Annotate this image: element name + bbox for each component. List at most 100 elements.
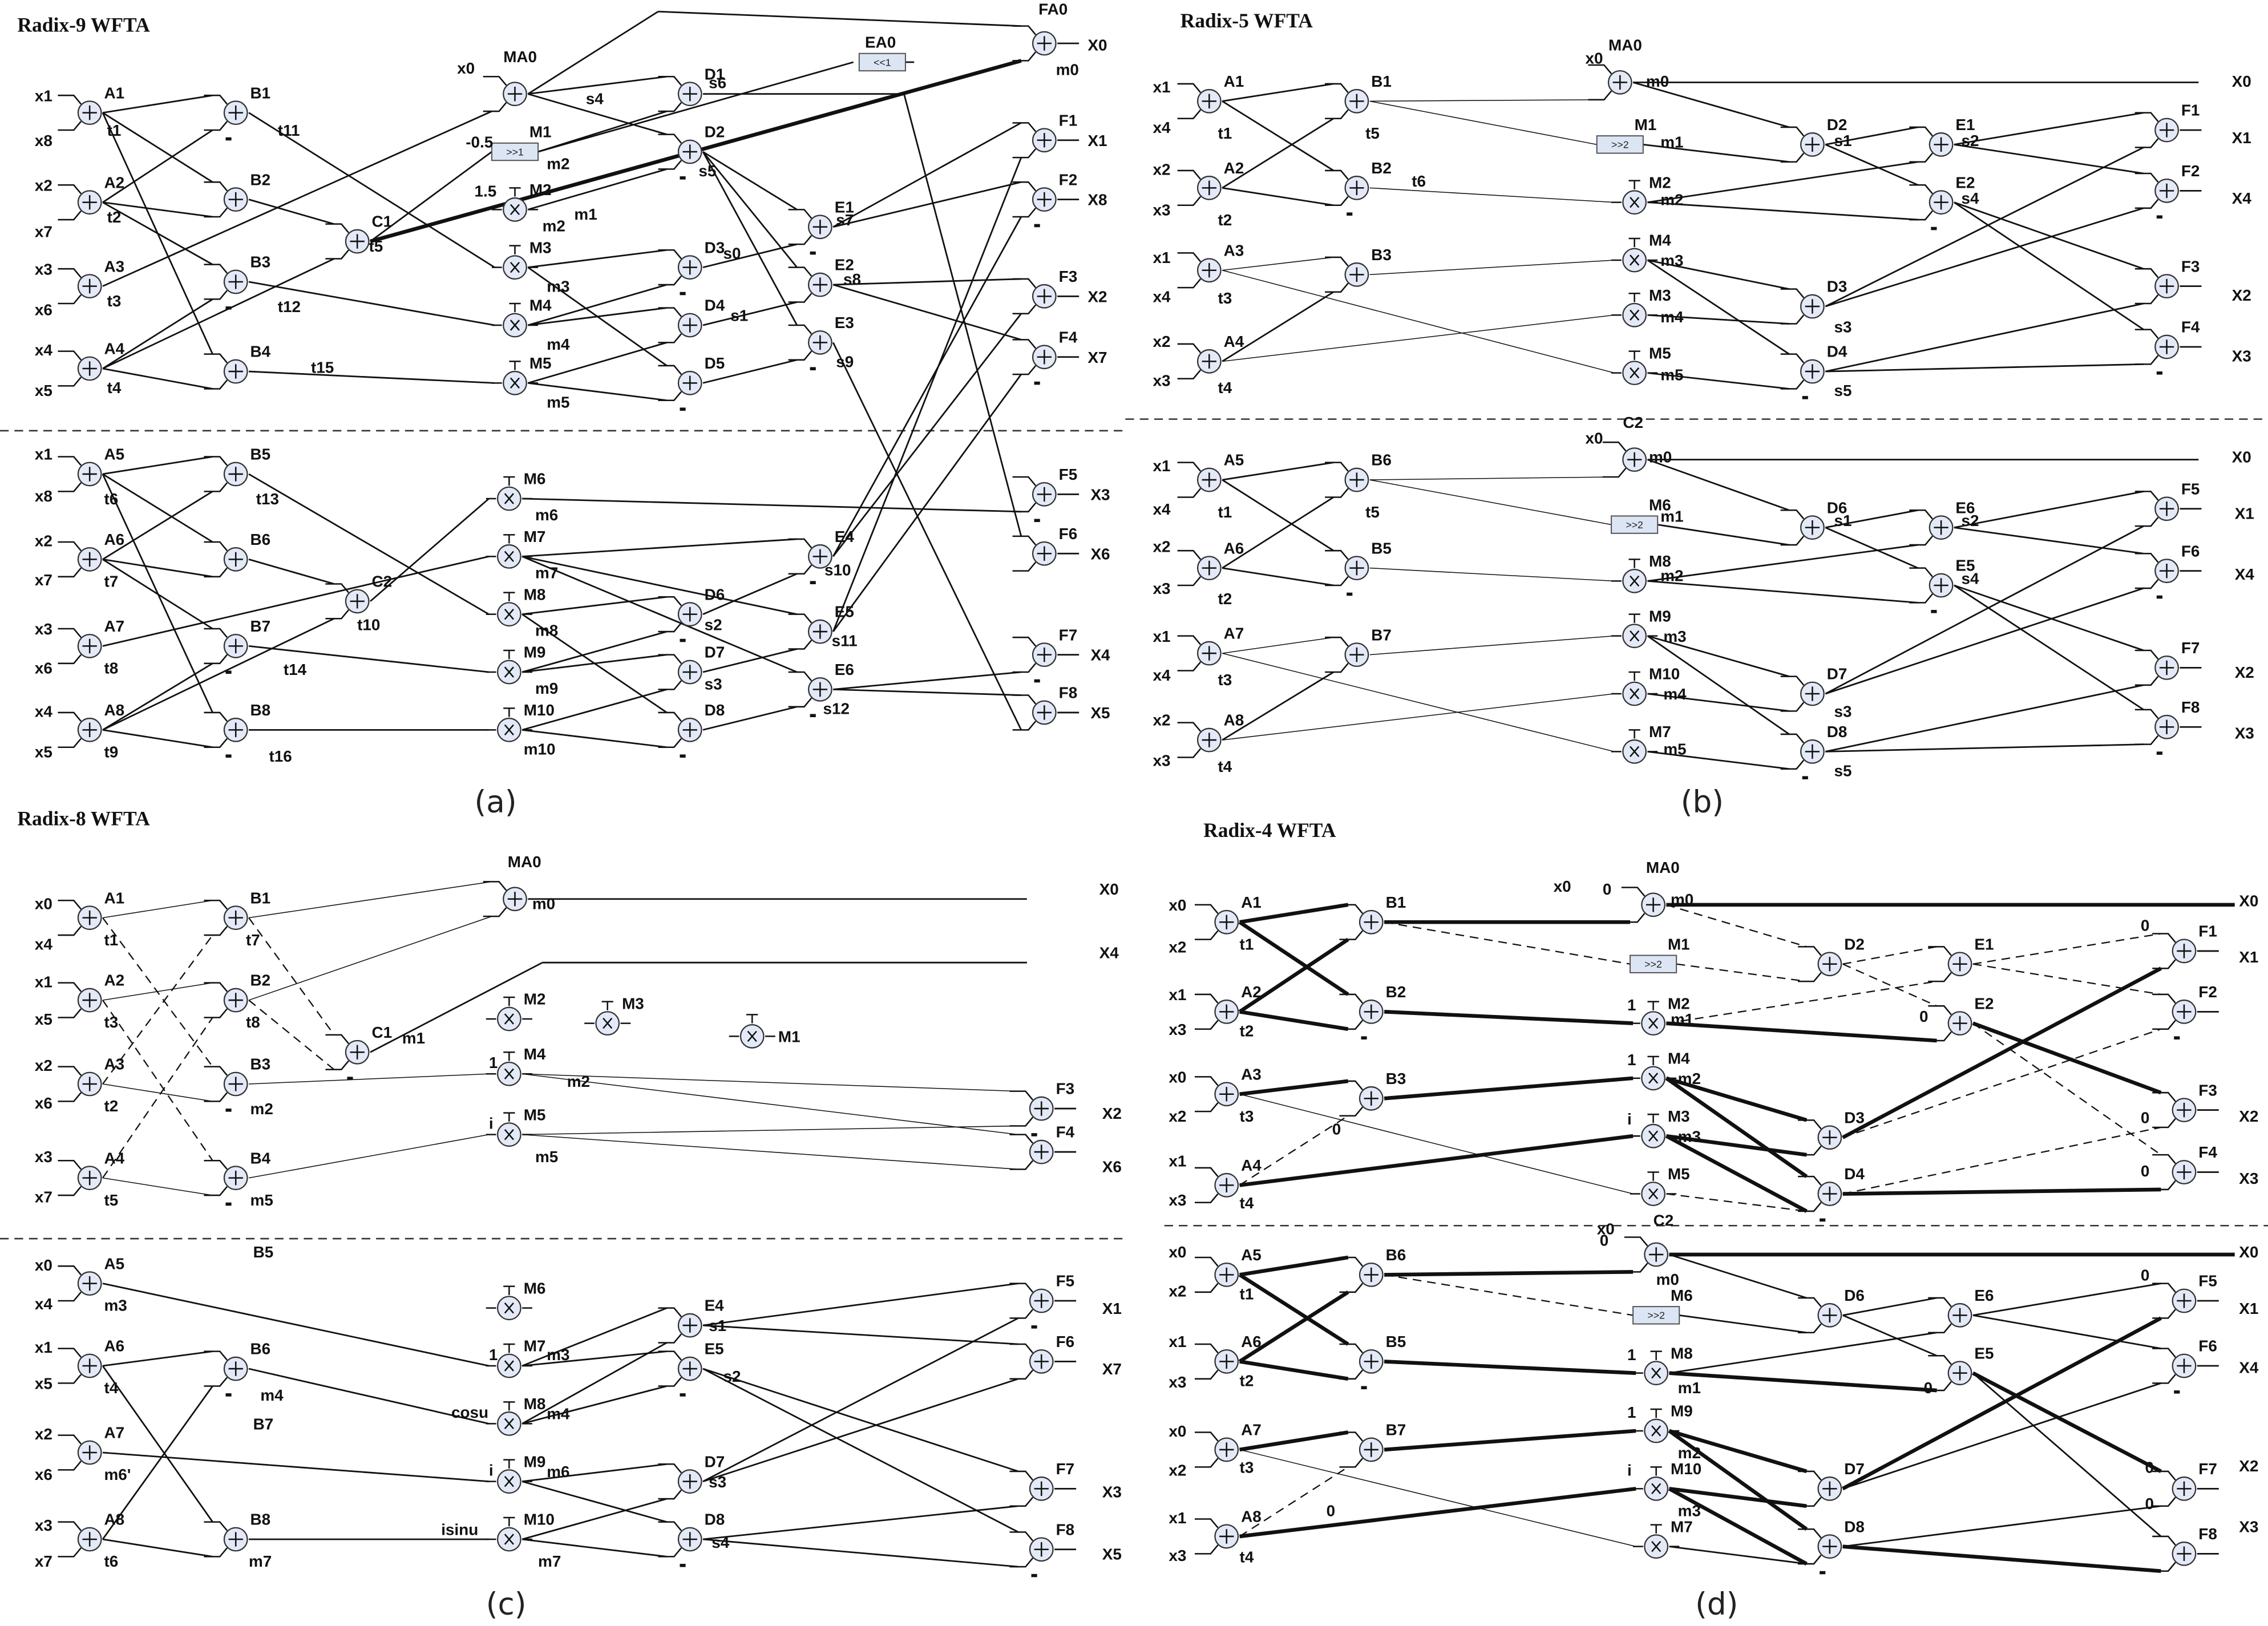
output-label: X6 xyxy=(1090,545,1110,563)
adder-node-c2 xyxy=(1624,1236,1669,1273)
signal-annotation: s3 xyxy=(1834,318,1851,336)
adder-node-b3 xyxy=(1339,1080,1384,1117)
plus-icon xyxy=(1202,354,1216,369)
plus-icon xyxy=(1934,195,1948,210)
signal-wire xyxy=(102,491,213,560)
shift-amount: >>2 xyxy=(1611,139,1629,151)
signal-wire xyxy=(527,342,668,384)
node-label: M1 xyxy=(778,1028,801,1046)
signal-wire xyxy=(702,1317,1019,1482)
output-label: X7 xyxy=(1087,349,1107,366)
node-label: M1 xyxy=(1668,935,1690,953)
minus-sign xyxy=(810,714,816,718)
signal-wire xyxy=(1842,1316,2162,1491)
signal-annotation: m1 xyxy=(1678,1379,1701,1397)
multiplier-stubs xyxy=(486,1343,532,1367)
minus-sign xyxy=(225,1202,232,1206)
plus-icon xyxy=(812,277,828,292)
adder-node-a5 xyxy=(58,1265,102,1302)
signal-wire xyxy=(702,1505,1018,1540)
plus-icon xyxy=(1805,299,1820,314)
input-stub xyxy=(788,538,812,575)
adder-node-f1 xyxy=(2134,112,2202,148)
signal-wire xyxy=(1222,671,1335,741)
minus-sign xyxy=(2156,215,2162,219)
plus-icon xyxy=(82,638,97,654)
shift-box xyxy=(491,142,539,161)
input-stub xyxy=(483,881,507,917)
node-label: B5 xyxy=(1386,1333,1406,1350)
adder-node-a3 xyxy=(1194,1076,1239,1113)
plus-icon xyxy=(1034,1542,1049,1557)
multiplier-node-m5 xyxy=(1611,350,1658,386)
input-label: x0 xyxy=(1169,896,1186,914)
multiplier-stubs xyxy=(486,534,532,557)
input-label: x3 xyxy=(35,620,52,638)
input-stub xyxy=(658,1521,682,1558)
signal-annotation: s1 xyxy=(1834,512,1851,529)
signal-annotation: t6 xyxy=(104,490,119,508)
signal-wire xyxy=(102,298,213,370)
signal-annotation: m6 xyxy=(547,1463,569,1481)
shift-box xyxy=(858,52,906,72)
node-label: F1 xyxy=(2181,102,2200,119)
input-stub xyxy=(1009,1531,1034,1568)
input-label: x2 xyxy=(35,1057,52,1074)
panel-caption: (a) xyxy=(475,784,517,820)
plus-icon xyxy=(82,467,97,482)
input-label: x3 xyxy=(1169,1547,1186,1564)
node-label: D6 xyxy=(705,585,725,603)
shift-amount: >>2 xyxy=(1647,1310,1665,1321)
signal-wire xyxy=(1647,259,1790,355)
signal-wire xyxy=(248,1368,490,1425)
output-label: X0 xyxy=(2239,892,2258,909)
signal-wire xyxy=(1825,743,2144,753)
node-label: E3 xyxy=(835,314,854,331)
signal-wire xyxy=(1972,1314,2161,1349)
signal-wire xyxy=(102,1350,213,1367)
input-stub xyxy=(2152,993,2176,1030)
node-label: B2 xyxy=(250,171,271,188)
plus-icon xyxy=(1202,472,1216,487)
signal-wire xyxy=(1825,525,2144,695)
adder-node-a8 xyxy=(58,711,102,748)
multiply-icon xyxy=(504,1302,514,1314)
plus-icon xyxy=(228,364,243,379)
signal-wire xyxy=(522,497,1021,513)
adder-node-b8 xyxy=(204,1521,248,1558)
adder-node-f6 xyxy=(2152,1348,2219,1384)
signal-annotation: i xyxy=(489,1462,494,1479)
plus-icon xyxy=(1219,1442,1234,1457)
signal-wire xyxy=(1222,567,1334,587)
signal-annotation: m3 xyxy=(547,1346,569,1364)
signal-annotation: m4 xyxy=(547,1405,570,1423)
plus-icon xyxy=(1349,267,1364,282)
input-stub xyxy=(1339,993,1364,1030)
input-label: x1 xyxy=(1153,249,1170,266)
signal-annotation: s3 xyxy=(709,1473,726,1491)
signal-annotation: 0 xyxy=(1919,1008,1929,1025)
signal-wire xyxy=(528,75,667,95)
multiply-icon xyxy=(510,319,520,331)
signal-wire xyxy=(1842,1028,2161,1138)
signal-annotation: t4 xyxy=(1240,1548,1254,1566)
signal-wire xyxy=(1972,963,2161,996)
node-label: B8 xyxy=(250,701,271,719)
signal-annotation: m5 xyxy=(1660,366,1683,383)
input-stub xyxy=(2134,329,2159,365)
signal-wire xyxy=(1668,1487,1808,1566)
input-label: x4 xyxy=(1153,500,1171,518)
signal-annotation: s6 xyxy=(709,74,726,92)
shift-box xyxy=(1632,1306,1680,1325)
node-label: E5 xyxy=(1955,557,1975,575)
multiply-icon xyxy=(504,493,514,504)
adder-node-f3 xyxy=(1009,1090,1077,1127)
signal-wire xyxy=(249,1073,489,1085)
signal-annotation: s4 xyxy=(711,1534,730,1551)
minus-sign xyxy=(680,1393,686,1397)
node-label: F3 xyxy=(2181,257,2200,275)
signal-annotation: m2 xyxy=(1660,191,1683,209)
plus-icon xyxy=(682,607,697,622)
multiplier-node-m7 xyxy=(1611,729,1658,764)
node-label: D2 xyxy=(1844,935,1865,953)
